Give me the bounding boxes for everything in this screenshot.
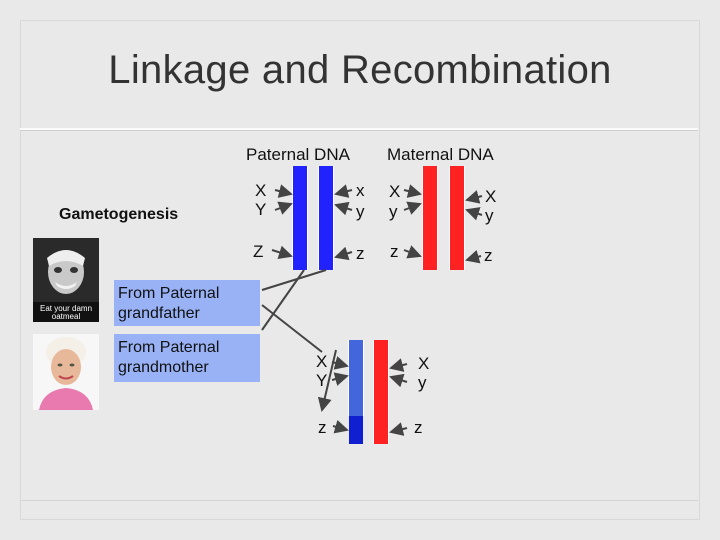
maternal-chromosome-1 — [423, 166, 437, 270]
recombinant-allele-z: z — [318, 418, 327, 437]
recombinant-allele-right-y: y — [418, 373, 427, 392]
paternal-allele-x: x — [356, 181, 365, 200]
gametogenesis-label: Gametogenesis — [59, 206, 179, 223]
arrow-maternal-z — [403, 245, 422, 259]
recombinant-chromosome-1-top — [349, 340, 363, 416]
maternal-allele-left-y: y — [389, 202, 398, 221]
paternal-allele-Y: Y — [255, 200, 267, 219]
maternal-allele-right-z: z — [484, 246, 493, 265]
maternal-allele-left-z: z — [390, 242, 399, 261]
cross-line-3 — [261, 304, 323, 353]
slide-frame — [20, 20, 700, 520]
photo-caption-line1: Eat your damn — [40, 304, 92, 313]
recombinant-chromosome-2 — [374, 340, 388, 444]
paternal-allele-z: z — [356, 244, 365, 263]
maternal-dna-header: Maternal DNA — [387, 145, 494, 164]
cross-line-2 — [261, 269, 327, 291]
arrow-recombinant-right-X — [389, 358, 408, 372]
arrow-maternal-right-z — [465, 249, 482, 264]
maternal-allele-left-X: X — [389, 182, 401, 201]
recombinant-chromosome-1-bottom — [349, 416, 363, 444]
maternal-chromosome-2 — [450, 166, 464, 270]
paternal-dna-header: Paternal DNA — [246, 145, 350, 164]
recombinant-allele-right-X: X — [418, 354, 430, 373]
arrow-paternal-y — [334, 201, 353, 216]
arrow-paternal-X — [274, 184, 293, 198]
arrow-maternal-right-X — [465, 190, 483, 204]
recombinant-allele-right-z: z — [414, 418, 423, 437]
paternal-allele-Z: Z — [253, 242, 264, 261]
maternal-allele-right-y: y — [485, 206, 494, 225]
arrow-paternal-z — [334, 246, 353, 261]
paternal-chromosome-1 — [293, 166, 307, 270]
arrow-recombinant-right-z — [389, 422, 408, 436]
slide-footer-bar — [20, 500, 698, 519]
arrow-maternal-y — [403, 201, 422, 215]
grandfather-photo: Eat your damn oatmeal — [33, 238, 99, 322]
from-paternal-grandfather-box: From Paternal grandfather — [114, 280, 260, 326]
slide-title: Linkage and Recombination — [108, 48, 612, 92]
grandmother-photo — [33, 334, 99, 410]
title-divider — [20, 128, 698, 131]
arrow-recombinant-Y — [331, 372, 349, 386]
arrow-recombinant-right-y — [389, 373, 408, 388]
paternal-chromosome-2 — [319, 166, 333, 270]
arrow-paternal-x — [334, 184, 353, 198]
arrow-recombinant-X — [331, 356, 349, 370]
recombinant-allele-X: X — [316, 352, 328, 371]
paternal-allele-y: y — [356, 202, 365, 221]
arrow-maternal-right-y — [465, 207, 483, 221]
arrow-maternal-X — [403, 184, 422, 198]
arrow-recombinant-z — [332, 419, 349, 434]
arrow-paternal-Z — [271, 245, 293, 260]
arrow-paternal-Y — [274, 201, 293, 215]
from-paternal-grandmother-box: From Paternal grandmother — [114, 334, 260, 382]
photo-caption-line2: oatmeal — [52, 312, 81, 321]
paternal-allele-X: X — [255, 181, 267, 200]
maternal-allele-right-X: X — [485, 187, 497, 206]
recombinant-allele-Y: Y — [316, 371, 328, 390]
